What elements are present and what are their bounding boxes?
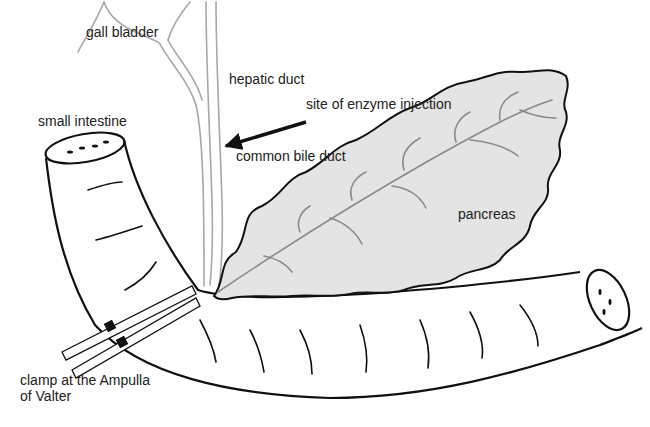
part-label: gall bladder xyxy=(86,24,158,40)
organ-label: pancreas xyxy=(458,206,516,222)
part-label: small intestine xyxy=(38,113,127,129)
injection-arrow xyxy=(226,122,306,146)
part-label: clamp at the Ampulla of Valter xyxy=(20,372,160,404)
clamp xyxy=(62,286,200,378)
part-label: hepatic duct xyxy=(229,71,305,87)
part-label: site of enzyme injection xyxy=(306,96,452,112)
part-label: common bile duct xyxy=(236,148,346,164)
